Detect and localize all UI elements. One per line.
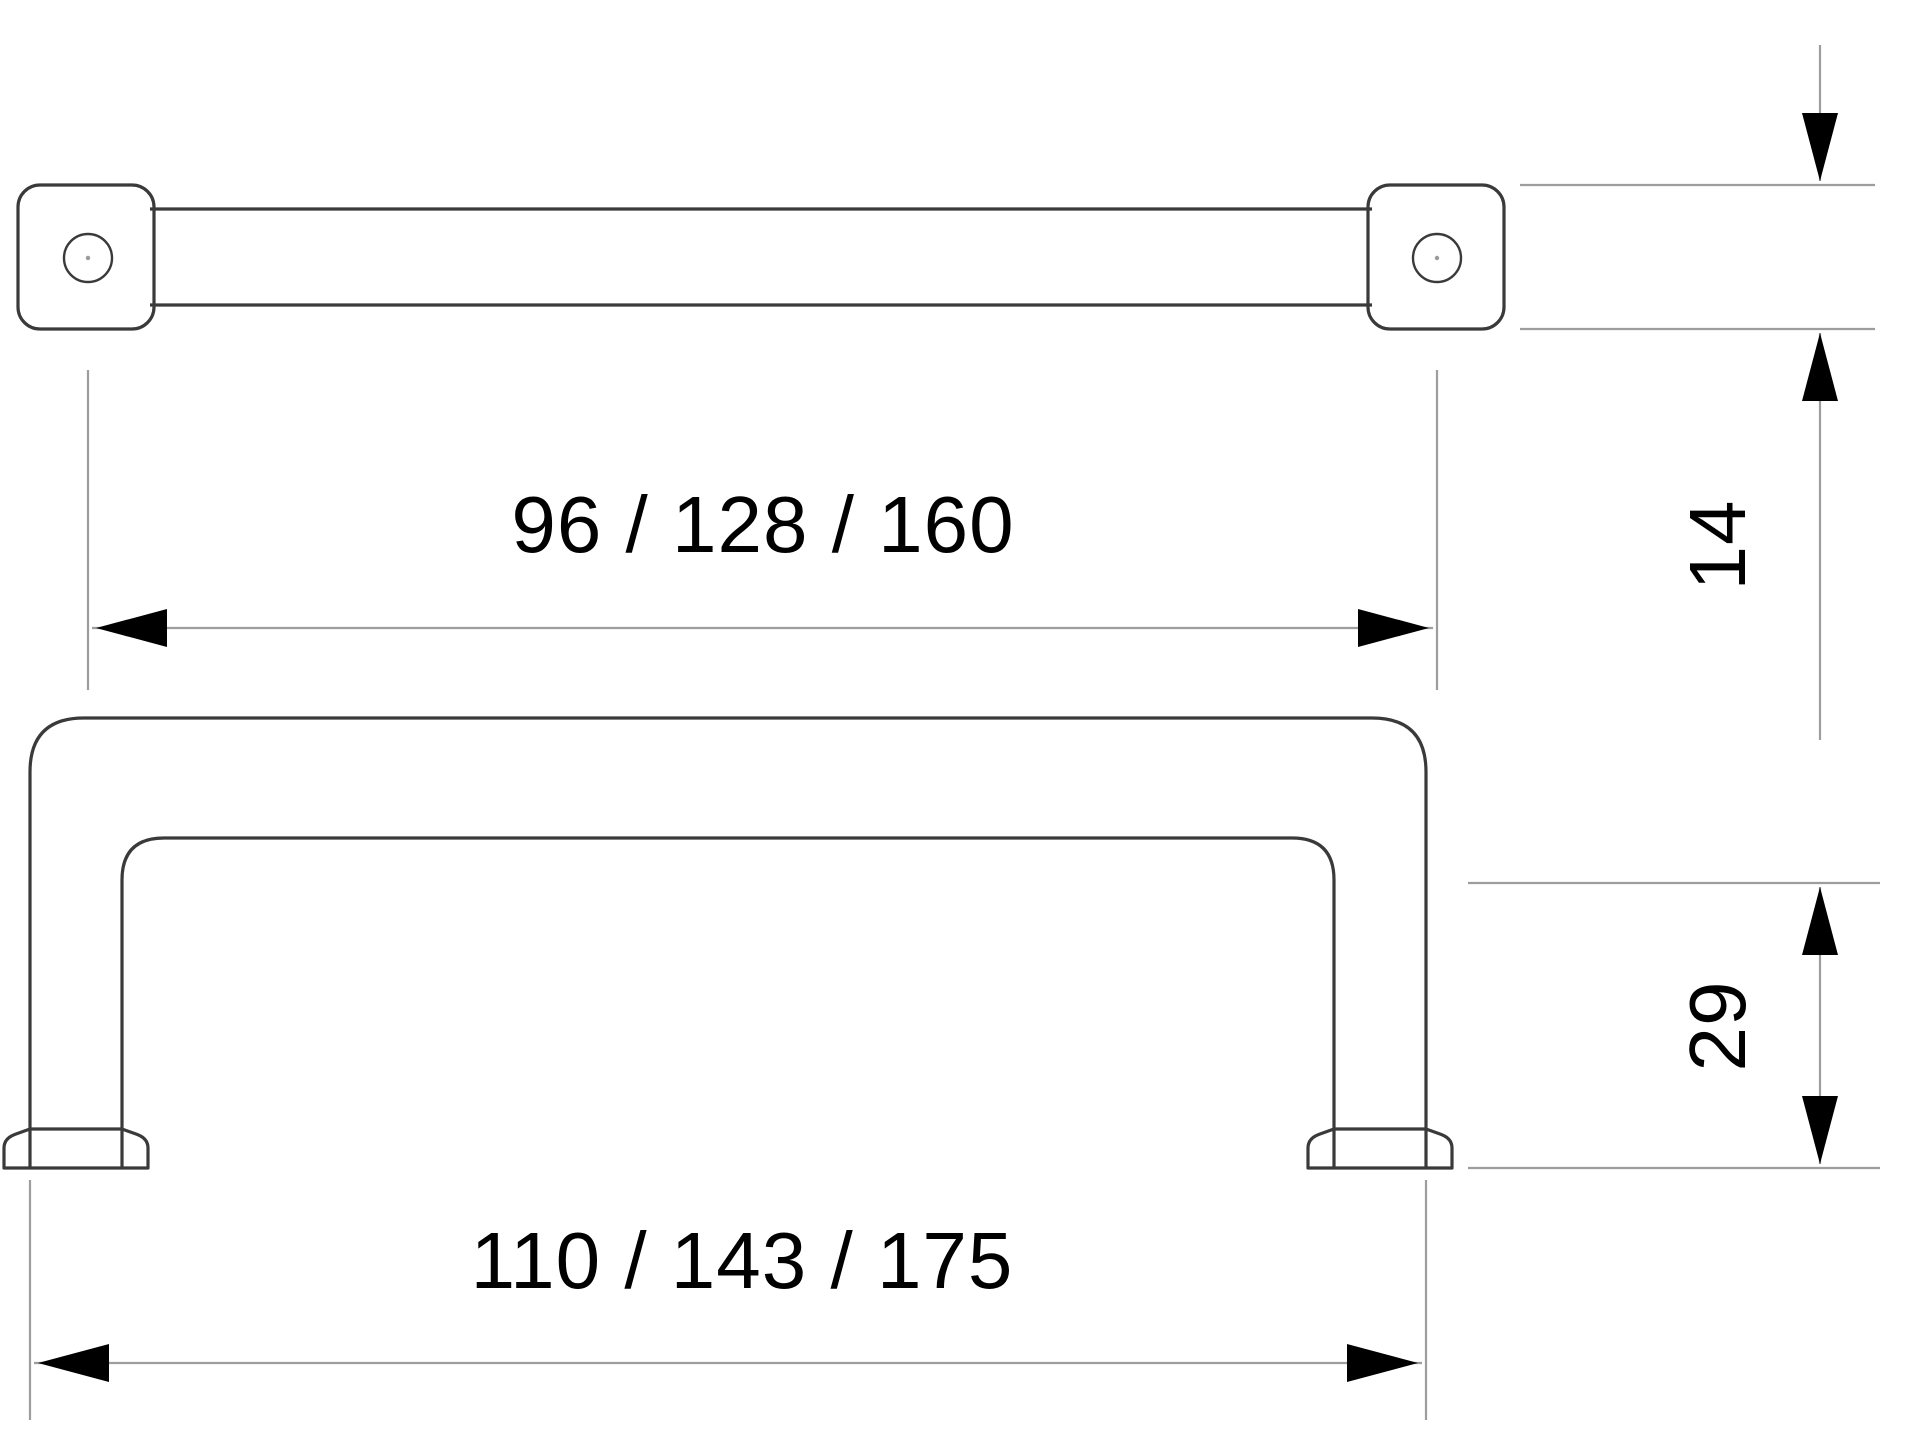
top-view (16, 183, 1506, 331)
front-view (2, 716, 1454, 1170)
dimension-pad-depth: 14 (1520, 45, 1875, 740)
handle-inner-profile (120, 836, 1336, 1168)
dimension-overall-length-label: 110 / 143 / 175 (471, 1216, 1014, 1305)
left-foot (2, 1127, 150, 1170)
right-foot (1306, 1127, 1454, 1170)
left-screw-hole (62, 232, 114, 284)
connecting-bar (150, 207, 1372, 307)
handle-outer-profile (28, 716, 1428, 1168)
left-mounting-pad (16, 183, 156, 331)
right-mounting-pad (1366, 183, 1506, 331)
dimension-projection-height: 29 (1468, 881, 1880, 1170)
dimension-pad-depth-label: 14 (1673, 500, 1762, 591)
dimension-center-distance: 96 / 128 / 160 (86, 370, 1439, 690)
dimension-overall-length: 110 / 143 / 175 (28, 1180, 1428, 1420)
right-screw-hole (1411, 232, 1463, 284)
dimension-center-distance-label: 96 / 128 / 160 (511, 480, 1014, 569)
dimension-projection-height-label: 29 (1673, 981, 1762, 1072)
